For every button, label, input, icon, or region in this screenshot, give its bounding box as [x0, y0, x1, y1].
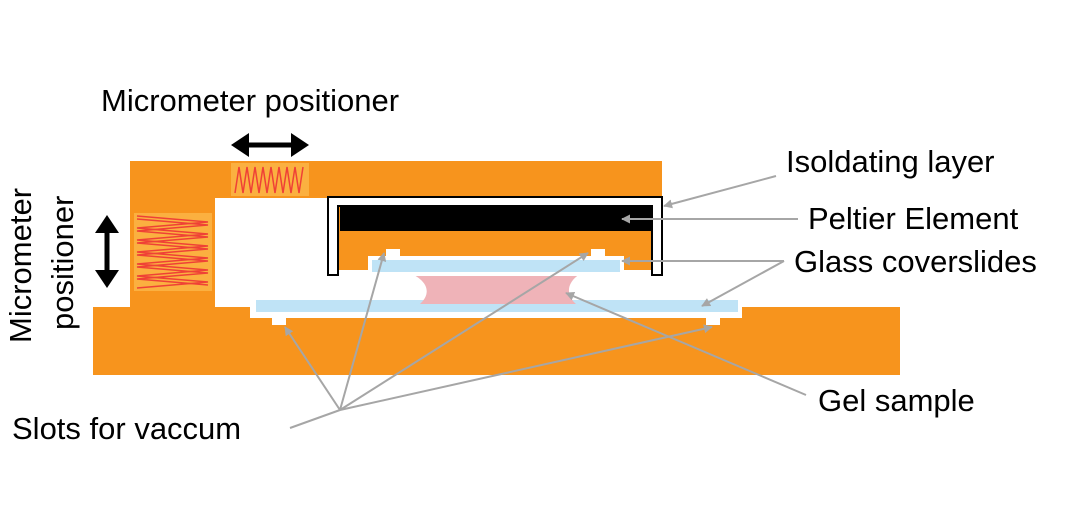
- leader-vacuum-3: [339, 252, 387, 411]
- micrometer-side-spring: [134, 213, 212, 291]
- label-isolating-layer: Isoldating layer: [786, 144, 995, 179]
- leader-vacuum-5: [339, 324, 713, 411]
- gel-sample: [412, 274, 580, 304]
- horizontal-double-arrow-icon: [231, 133, 309, 157]
- label-micrometer-top: Micrometer positioner: [101, 83, 400, 118]
- label-micrometer-side-line1: Micrometer: [3, 187, 38, 343]
- leader-glass-lower: [701, 260, 785, 307]
- label-slots-for-vacuum: Slots for vaccum: [12, 411, 242, 446]
- label-peltier-element: Peltier Element: [808, 201, 1019, 236]
- leader-isolating-layer: [663, 175, 777, 209]
- label-micrometer-side-line2: positioner: [45, 195, 80, 330]
- peltier-element: [340, 207, 651, 231]
- vertical-double-arrow-icon: [95, 215, 119, 288]
- glass-coverslide-lower: [256, 300, 738, 312]
- isolating-layer: [327, 196, 663, 276]
- label-glass-coverslides: Glass coverslides: [794, 244, 1037, 279]
- leader-lines: [284, 175, 807, 429]
- leader-vacuum-2: [284, 326, 341, 411]
- vacuum-slot-right: [706, 316, 720, 325]
- leader-vacuum-4: [339, 252, 589, 411]
- vacuum-slot-left: [272, 316, 286, 325]
- micrometer-top-spring: [231, 163, 309, 196]
- label-gel-sample: Gel sample: [818, 383, 975, 418]
- leader-gel-sample: [565, 292, 807, 396]
- leader-vacuum-1: [289, 409, 341, 429]
